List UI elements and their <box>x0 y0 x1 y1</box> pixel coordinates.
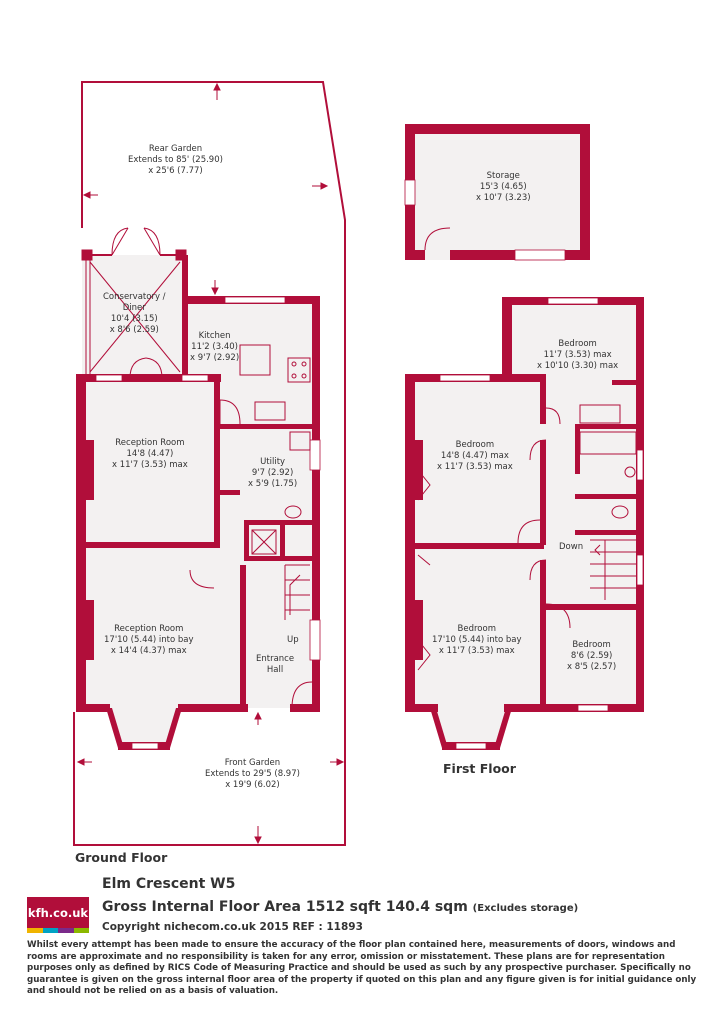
first-floor-fixtures <box>417 404 637 671</box>
reception-room-2-width: x 14'4 (4.37) max <box>110 646 187 656</box>
kitchen-name: Kitchen <box>198 331 231 341</box>
utility-label: Utility 9'7 (2.92) x 5'9 (1.75) <box>248 457 297 490</box>
logo-bar-green <box>74 928 89 933</box>
bedroom-3-label: Bedroom 17'10 (5.44) into bay x 11'7 (3.… <box>432 624 522 657</box>
conservatory-length: 10'4 (3.15) <box>110 314 158 324</box>
ground-floor-title: Ground Floor <box>75 850 168 865</box>
rear-garden-name: Rear Garden <box>148 144 203 154</box>
kfh-logo-text: kfh.co.uk <box>27 906 89 920</box>
conservatory-name-2: Diner <box>122 303 146 313</box>
gross-internal-area: Gross Internal Floor Area 1512 sqft 140.… <box>102 899 578 915</box>
conservatory-glazing <box>81 227 187 378</box>
stairs-down-label: Down <box>559 542 584 552</box>
bedroom-2-width: x 11'7 (3.53) max <box>437 462 513 472</box>
entrance-hall-name: Entrance <box>256 654 295 664</box>
kfh-logo: kfh.co.uk <box>27 897 89 933</box>
bedroom-3-length: 17'10 (5.44) into bay <box>432 635 522 645</box>
ground-floor-fixtures <box>129 344 313 709</box>
storage-name: Storage <box>486 171 520 181</box>
entrance-hall-name-2: Hall <box>266 665 284 675</box>
bedroom-1-label: Bedroom 11'7 (3.53) max x 10'10 (3.30) m… <box>537 339 618 372</box>
conservatory-name: Conservatory / <box>103 292 166 302</box>
bedroom-4-label: Bedroom 8'6 (2.59) x 8'5 (2.57) <box>567 640 616 673</box>
ground-floor-dimension-markers <box>76 82 345 845</box>
logo-bar-purple <box>58 928 74 933</box>
conservatory-label: Conservatory / Diner 10'4 (3.15) x 8'6 (… <box>103 292 166 336</box>
reception-room-1-label: Reception Room 14'8 (4.47) x 11'7 (3.53)… <box>112 438 188 471</box>
bedroom-4-width: x 8'5 (2.57) <box>567 662 617 672</box>
property-address: Elm Crescent W5 <box>102 876 236 892</box>
reception-room-1-name: Reception Room <box>115 438 185 448</box>
stairs-up-label: Up <box>287 635 299 645</box>
conservatory-width: x 8'6 (2.59) <box>109 325 159 335</box>
rear-garden-boundary <box>73 81 346 846</box>
bedroom-3-name: Bedroom <box>457 624 496 634</box>
kitchen-width: x 9'7 (2.92) <box>190 353 240 363</box>
kitchen-label: Kitchen 11'2 (3.40) x 9'7 (2.92) <box>190 331 239 364</box>
front-garden-label: Front Garden Extends to 29'5 (8.97) x 19… <box>205 758 300 791</box>
reception-room-1-width: x 11'7 (3.53) max <box>112 460 188 470</box>
reception-room-2-label: Reception Room 17'10 (5.44) into bay x 1… <box>104 624 194 657</box>
first-floor-title: First Floor <box>443 761 516 776</box>
bedroom-2-name: Bedroom <box>455 440 495 450</box>
rear-garden-length: Extends to 85' (25.90) <box>128 155 223 165</box>
bedroom-4-length: 8'6 (2.59) <box>570 651 613 661</box>
bedroom-1-name: Bedroom <box>558 339 597 349</box>
copyright-notice: Copyright nichecom.co.uk 2015 REF : 1189… <box>102 921 363 933</box>
logo-bar-yellow <box>27 928 43 933</box>
gross-internal-area-note: (Excludes storage) <box>472 903 579 914</box>
rear-garden-width: x 25'6 (7.77) <box>148 166 203 176</box>
storage-building <box>404 124 590 261</box>
first-floor-windows <box>439 297 644 750</box>
bedroom-2-label: Bedroom 14'8 (4.47) max x 11'7 (3.53) ma… <box>437 440 513 473</box>
logo-bar-blue <box>43 928 58 933</box>
bedroom-2-length: 14'8 (4.47) max <box>440 451 509 461</box>
front-garden-width: x 19'9 (6.02) <box>225 780 280 790</box>
storage-length: 15'3 (4.65) <box>479 182 527 192</box>
disclaimer-text: Whilst every attempt has been made to en… <box>27 940 697 997</box>
ground-floor-windows <box>95 296 321 750</box>
utility-name: Utility <box>260 457 286 467</box>
entrance-hall-label: Entrance Hall <box>256 654 294 676</box>
reception-room-2-length: 17'10 (5.44) into bay <box>104 635 194 645</box>
bedroom-1-width: x 10'10 (3.30) max <box>537 361 619 371</box>
kitchen-length: 11'2 (3.40) <box>191 342 238 352</box>
front-garden-name: Front Garden <box>224 758 281 768</box>
rear-garden-label: Rear Garden Extends to 85' (25.90) x 25'… <box>128 144 223 177</box>
utility-width: x 5'9 (1.75) <box>248 479 298 489</box>
front-garden-length: Extends to 29'5 (8.97) <box>205 769 300 779</box>
utility-length: 9'7 (2.92) <box>251 468 294 478</box>
gross-internal-area-value: Gross Internal Floor Area 1512 sqft 140.… <box>102 899 468 915</box>
reception-room-1-length: 14'8 (4.47) <box>126 449 174 459</box>
storage-width: x 10'7 (3.23) <box>476 193 531 203</box>
bedroom-3-width: x 11'7 (3.53) max <box>438 646 515 656</box>
bedroom-4-name: Bedroom <box>572 640 611 650</box>
bedroom-1-length: 11'7 (3.53) max <box>543 350 612 360</box>
storage-label: Storage 15'3 (4.65) x 10'7 (3.23) <box>476 171 531 204</box>
reception-room-2-name: Reception Room <box>114 624 184 634</box>
floor-plan <box>73 81 644 846</box>
